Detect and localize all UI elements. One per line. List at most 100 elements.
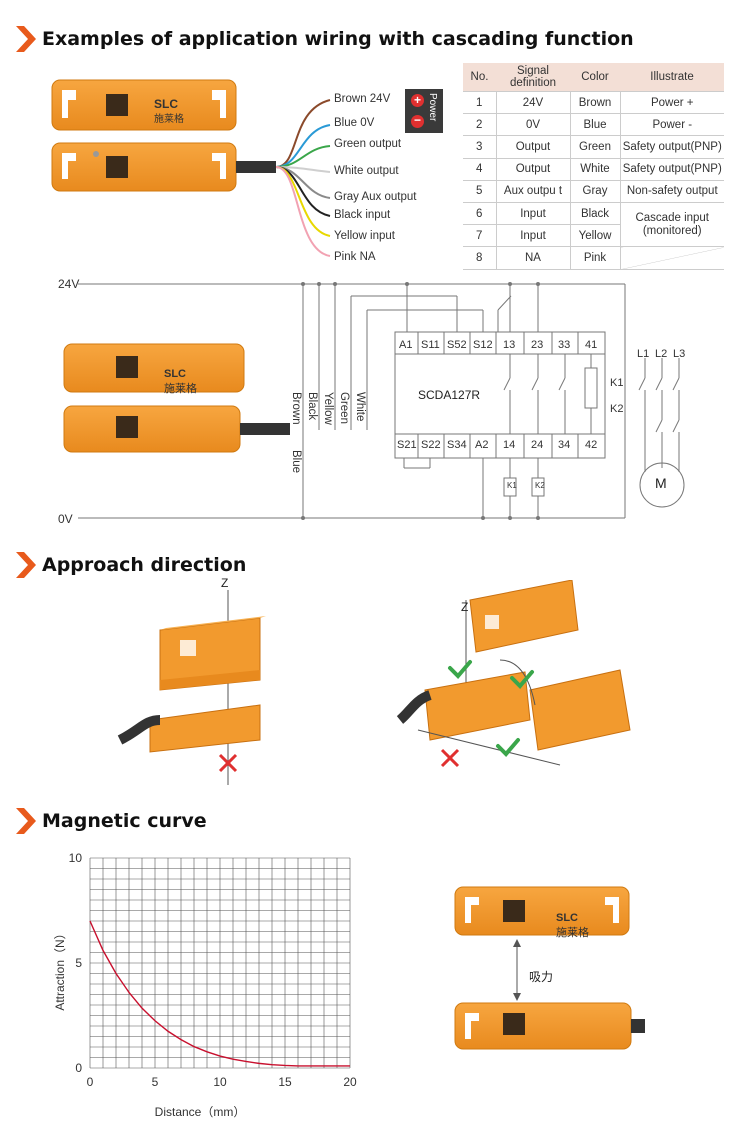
magnet-brand: 施莱格 (154, 112, 184, 125)
table-cell: 2 (463, 113, 496, 137)
chevron-right-icon (16, 552, 36, 578)
attraction-magnet-brand: 施莱格 (556, 927, 589, 939)
table-cell: Output (495, 135, 570, 159)
table-cell: Safety output(PNP) (619, 158, 724, 181)
x-tick-label: 5 (152, 1075, 159, 1089)
table-cell: Black (569, 202, 620, 226)
contactor-k1-coil: K1 (507, 481, 517, 490)
table-cell-empty (619, 246, 724, 270)
terminal-top: 33 (558, 339, 571, 351)
table-cell: Power + (619, 91, 724, 115)
table-cell: Gray (569, 180, 620, 203)
table-cell: White (569, 158, 620, 181)
attraction-curve-line (89, 920, 350, 1067)
table-cell: 6 (463, 202, 496, 226)
table-cell: NA (495, 246, 570, 270)
approach-section-title: Approach direction (42, 554, 247, 576)
wire-label-black: Black input (334, 209, 391, 221)
chevron-right-icon (16, 808, 36, 834)
terminal-bottom: 42 (585, 439, 598, 451)
wire-vlabel-blue: Blue (290, 450, 302, 474)
table-cell: 5 (463, 180, 496, 203)
circuit-magnet-brand: 施莱格 (164, 383, 197, 395)
chevron-right-icon (16, 26, 36, 52)
x-tick-label: 0 (87, 1075, 94, 1089)
table-cell: Yellow (569, 224, 620, 248)
table-header-row: No. Signal definition Color Illustrate (463, 63, 724, 92)
phase-l1: L1 (637, 348, 650, 360)
table-cell: Output (495, 158, 570, 181)
circuit-sensor (63, 405, 241, 453)
table-cell: 24V (495, 91, 570, 115)
table-cell: 7 (463, 224, 496, 248)
cascade-text: Cascade input (monitored) (635, 211, 710, 237)
sensor-body (51, 142, 237, 192)
wiring-section-header: Examples of application wiring with casc… (16, 26, 634, 52)
table-cell: Input (495, 202, 570, 226)
terminal-top: S52 (447, 339, 467, 351)
wire-label-white: White output (334, 165, 399, 177)
table-cell: Non-safety output (619, 180, 724, 203)
axis-z-label-left: Z (221, 576, 229, 590)
terminal-bottom: A2 (475, 439, 489, 451)
wire-vlabel-yellow: Yellow (322, 392, 334, 425)
phase-l3: L3 (673, 348, 686, 360)
table-cell: 3 (463, 135, 496, 159)
x-tick-label: 20 (343, 1075, 357, 1089)
terminal-bottom: 24 (531, 439, 544, 451)
attraction-label: 吸力 (529, 970, 554, 984)
circuit-magnet (63, 343, 245, 393)
table-cell: Brown (569, 91, 620, 115)
table-cell: Input (495, 224, 570, 248)
contactor-k1-label: K1 (610, 377, 624, 389)
terminal-bottom: S22 (421, 439, 441, 451)
table-header-signal: Signal definition (496, 63, 570, 92)
relay-model-label: SCDA127R (418, 388, 481, 402)
x-tick-label: 15 (278, 1075, 292, 1089)
motor-label: M (655, 475, 667, 491)
power-legend: + − Power (405, 89, 443, 133)
wire-label-gray: Gray Aux output (334, 191, 417, 203)
wiring-section-title: Examples of application wiring with casc… (42, 28, 634, 50)
terminal-top: 23 (531, 339, 544, 351)
terminal-top: 41 (585, 339, 598, 351)
x-axis-label: Distance（mm） (155, 1105, 246, 1119)
table-cell: 4 (463, 158, 496, 181)
table-cell-cascade: Cascade input (monitored) (619, 202, 724, 248)
table-cell: Green (569, 135, 620, 159)
circuit-magnet-logo: SLC (164, 368, 186, 380)
table-header-color: Color (570, 63, 620, 92)
table-cell: Safety output(PNP) (619, 135, 724, 159)
terminal-bottom: S34 (447, 439, 467, 451)
attraction-illustration (454, 886, 645, 1050)
wire-vlabel-white: White (354, 392, 366, 422)
magnet-actuator (51, 79, 237, 131)
approach-section-header: Approach direction (16, 552, 246, 578)
y-axis-label: Attraction（N） (53, 927, 67, 1010)
minus-icon: − (411, 114, 424, 128)
curve-section-title: Magnetic curve (42, 810, 207, 832)
signal-table: No. Signal definition Color Illustrate 1… (463, 63, 724, 270)
contactor-k2-label: K2 (610, 403, 624, 415)
y-tick-label: 10 (69, 851, 83, 865)
terminal-top: 13 (503, 339, 516, 351)
wire-label-blue: Blue 0V (334, 117, 375, 129)
signal-header-text: Signal definition (509, 65, 557, 89)
wire-vlabel-black: Black (306, 392, 318, 421)
attraction-magnet-logo: SLC (556, 912, 578, 924)
sensor-wiring-illustration: SLC 施莱格 (51, 79, 331, 257)
terminal-bottom: S21 (397, 439, 417, 451)
terminal-top: S11 (421, 339, 440, 351)
approach-direction-illustration (117, 580, 631, 785)
y-tick-label: 0 (75, 1061, 82, 1075)
rail-24v-label: 24V (58, 277, 80, 291)
table-header-no: No. (463, 63, 496, 92)
table-cell: Aux outpu t (495, 180, 570, 203)
curve-section-header: Magnetic curve (16, 808, 207, 834)
